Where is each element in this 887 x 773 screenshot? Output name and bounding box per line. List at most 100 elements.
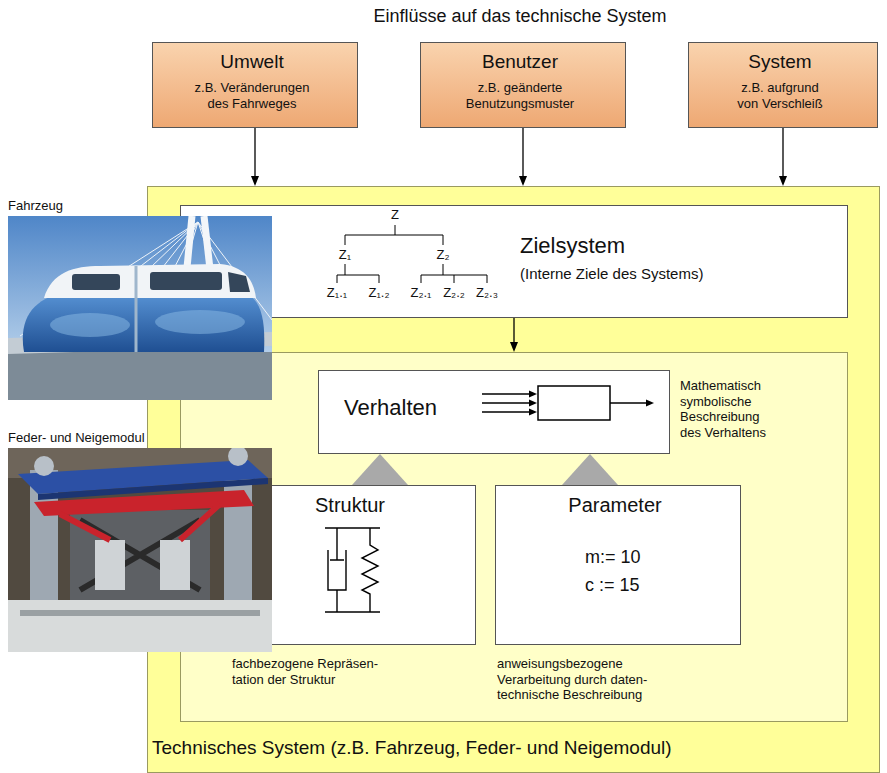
box-heading-holder: Umwelt — [152, 51, 352, 74]
arrow-line — [513, 318, 514, 343]
wedge-shape — [352, 454, 408, 485]
vehicle-photo — [8, 216, 272, 400]
spring-damper-symbol-part — [325, 527, 380, 528]
structure-box: Strukturfachbezogene Repräsen- tation de… — [230, 485, 476, 645]
photo-caption-holder: Fahrzeug — [8, 198, 63, 214]
spring-damper-symbol-part — [336, 590, 337, 612]
box-heading-holder: System — [688, 51, 872, 74]
box-text-holder: z.B. Veränderungen des Fahrweges — [187, 80, 317, 111]
vehicle-photo-part — [23, 290, 265, 352]
arrow-line — [254, 128, 255, 177]
photo-caption: Feder- und Neigemodul — [8, 430, 145, 446]
box-heading: Verhalten — [344, 395, 437, 421]
spring-tilt-module-photo-part — [34, 490, 254, 516]
box-text: anweisungsbezogene Verarbeitung durch da… — [497, 656, 682, 703]
behaviour-block-symbol-part-part — [529, 409, 537, 416]
influence-box: System z.B. aufgrund von Verschleiß — [688, 42, 878, 128]
box-heading: System — [688, 51, 872, 74]
spring-tilt-module-photo-part — [8, 600, 272, 652]
arrow-head — [519, 176, 527, 186]
arrow-head — [251, 176, 259, 186]
box-heading: Umwelt — [152, 51, 352, 74]
box-text: z.B. Veränderungen des Fahrweges — [187, 80, 317, 111]
vehicle-photo-part — [50, 313, 130, 337]
goal-system-box: Zielsystem (Interne Ziele des Systems) — [180, 205, 848, 318]
goal-label: Z₂.₃ — [476, 285, 498, 301]
behaviour-block-symbol-part-part — [482, 402, 530, 403]
behaviour-block-symbol-part-part — [529, 391, 537, 398]
goal-label: Z₂.₁ — [411, 285, 432, 301]
goal-label-holder: Z₁.₁ — [327, 285, 347, 301]
influence-wedge — [562, 454, 618, 485]
goal-label-holder: Z₁ — [339, 247, 351, 263]
arrow-connector — [779, 128, 787, 186]
spring-damper-symbol-part — [330, 528, 344, 560]
goal-tree-lines — [337, 225, 487, 283]
vehicle-photo-part — [72, 274, 120, 290]
behaviour-block-symbol — [482, 386, 654, 420]
vehicle-photo-part — [155, 310, 245, 334]
system-region: Technisches System (z.B. Fahrzeug, Feder… — [147, 186, 880, 773]
spring-tilt-module-photo-part — [70, 510, 210, 600]
behaviour-block-symbol-part — [529, 391, 654, 416]
goal-label: Z — [391, 207, 399, 223]
model-region: Mathematisch symbolische Beschreibung de… — [180, 352, 848, 722]
goal-label-holder: Z₂.₃ — [476, 285, 498, 301]
arrow-head — [779, 176, 787, 186]
influence-box: Umwelt z.B. Veränderungen des Fahrweges — [152, 42, 358, 128]
spring-damper-symbol-part — [325, 611, 380, 612]
spring-tilt-module-photo-part — [34, 456, 54, 476]
spring-damper-symbol — [325, 528, 380, 612]
spring-tilt-module-photo-part — [8, 448, 272, 652]
box-text-holder: z.B. aufgrund von Verschleiß — [732, 80, 828, 111]
box-text: c := 15 — [585, 575, 640, 597]
arrow-connector — [251, 128, 259, 186]
box-text: z.B. geänderte Benutzungsmuster — [450, 80, 590, 111]
arrow-connector — [519, 128, 527, 186]
box-text: (Interne Ziele des Systems) — [520, 265, 703, 283]
arrow-line — [522, 128, 523, 177]
box-heading: Mathematisch symbolische Beschreibung de… — [680, 378, 784, 440]
box-heading: Struktur — [230, 493, 470, 517]
box-text: z.B. aufgrund von Verschleiß — [732, 80, 828, 111]
behaviour-box: Verhalten — [318, 370, 670, 454]
box-heading-holder: Parameter — [495, 493, 735, 517]
behaviour-block-symbol-part — [538, 386, 610, 420]
goal-label: Z₂.₂ — [443, 285, 465, 301]
box-heading-holder: Zielsystem — [520, 233, 625, 259]
box-heading: Zielsystem — [520, 233, 625, 259]
vehicle-photo-part — [150, 272, 222, 290]
arrow-head — [510, 342, 518, 352]
spring-tilt-module-photo-part — [160, 540, 190, 590]
box-heading-holder: Mathematisch symbolische Beschreibung de… — [680, 378, 784, 440]
behaviour-block-symbol-part-part — [482, 411, 530, 412]
vehicle-photo-part — [8, 216, 272, 400]
box-heading: Technisches System (z.B. Fahrzeug, Feder… — [152, 737, 672, 760]
arrow-line — [782, 128, 783, 177]
behaviour-block-symbol-part-part — [482, 393, 530, 394]
box-text-holder: c := 15 — [585, 575, 640, 597]
goal-label-holder: Z₂.₁ — [411, 285, 432, 301]
behaviour-block-symbol-part-part — [610, 402, 646, 403]
spring-tilt-module-photo-part — [60, 504, 220, 540]
wedge-shape — [562, 454, 618, 485]
box-text: fachbezogene Repräsen- tation der Strukt… — [232, 656, 400, 687]
spring-tilt-module-photo — [8, 448, 272, 652]
box-text-holder: m:= 10 — [585, 547, 641, 569]
vehicle-photo-part — [44, 264, 256, 298]
spring-damper-symbol-part — [328, 550, 346, 590]
box-text: m:= 10 — [585, 547, 641, 569]
diagram-title-holder: Einflüsse auf das technische System — [373, 6, 666, 28]
box-text-holder: z.B. geänderte Benutzungsmuster — [450, 80, 590, 111]
box-heading: Benutzer — [420, 51, 620, 74]
box-text-holder: fachbezogene Repräsen- tation der Strukt… — [232, 656, 400, 687]
vehicle-photo-part — [228, 272, 250, 292]
behaviour-block-symbol-part — [482, 394, 646, 412]
vehicle-photo-part — [135, 266, 138, 352]
behaviour-block-symbol-part-part — [529, 400, 537, 407]
goal-label-holder: Z₂ — [437, 247, 450, 263]
behaviour-block-symbol-part-part — [646, 400, 654, 407]
box-text-holder: (Interne Ziele des Systems) — [520, 265, 703, 283]
goal-tree-lines-part — [337, 225, 487, 283]
